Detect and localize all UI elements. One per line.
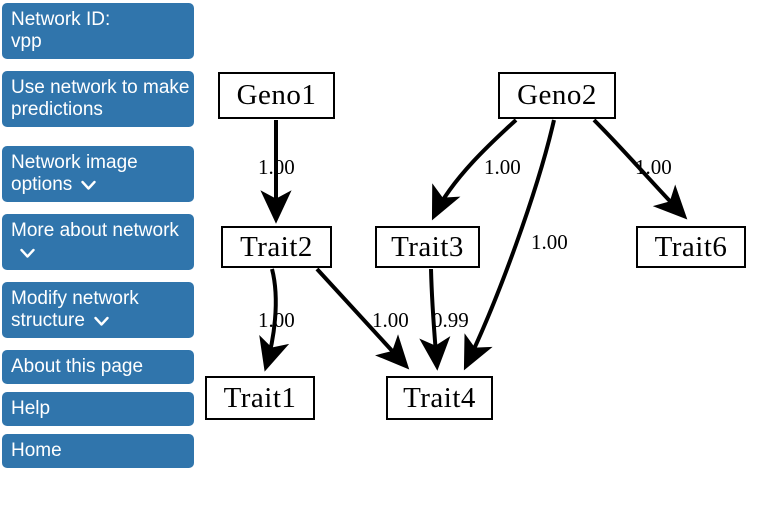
edge-weight-geno2-trait6: 1.00 [635,155,672,179]
network-graph: Geno1 Geno2 Trait2 Trait3 Trait6 Trait1 … [194,0,778,518]
sidebar-item-network-id[interactable]: Network ID: vpp [2,3,194,59]
sidebar-item-label: More about network [11,220,179,241]
edge-weight-geno2-trait4: 1.00 [531,230,568,254]
sidebar-item-network-image-options[interactable]: Network image options [2,146,194,202]
edge-trait2-trait4 [315,267,410,370]
sidebar-item-help[interactable]: Help [2,392,194,426]
edge-weight-trait2-trait4: 1.00 [372,308,409,332]
edge-geno2-trait3 [431,118,518,221]
sidebar-item-label: Network ID: vpp [11,9,111,52]
node-label: Geno2 [517,79,597,111]
edge-geno2-trait4 [463,119,556,371]
node-label: Trait2 [240,230,313,263]
edge-weight-trait3-trait4: 0.99 [432,308,469,332]
sidebar-item-label: About this page [11,356,144,377]
graph-node-trait1[interactable]: Trait1 [205,376,315,420]
sidebar-item-home[interactable]: Home [2,434,194,468]
node-label: Trait6 [654,230,728,263]
node-label: Trait4 [403,381,476,414]
edge-weight-geno2-trait3: 1.00 [484,155,521,179]
graph-node-trait2[interactable]: Trait2 [221,226,332,268]
sidebar-item-label: Home [11,440,62,461]
edge-trait3-trait4 [419,268,451,371]
sidebar-item-label: Help [11,398,51,419]
sidebar: Network ID: vpp Use network to make pred… [2,2,194,516]
sidebar-item-label: Use network to make predictions [11,77,190,120]
sidebar-item-about-this-page[interactable]: About this page [2,350,194,384]
edge-weight-trait2-trait1: 1.00 [258,308,295,332]
sidebar-item-use-network-to-make-predictions[interactable]: Use network to make predictions [2,71,194,127]
chevron-down-icon [20,248,35,259]
chevron-down-icon [94,316,109,327]
node-label: Geno1 [236,79,317,111]
graph-node-trait3[interactable]: Trait3 [375,226,480,268]
chevron-down-icon [81,180,96,191]
node-label: Trait3 [391,230,464,263]
node-label: Trait1 [223,381,297,414]
graph-edges-layer [259,118,688,372]
edge-weight-geno1-trait2: 1.00 [258,155,295,179]
edge-geno2-trait6 [592,118,688,220]
edge-trait2-trait1 [259,268,290,372]
sidebar-item-label: Modify network structure [11,288,139,331]
graph-node-geno2[interactable]: Geno2 [498,72,616,119]
sidebar-item-label: Network image options [11,152,138,195]
graph-node-geno1[interactable]: Geno1 [218,72,335,119]
sidebar-item-more-about-network[interactable]: More about network [2,214,194,270]
graph-node-trait6[interactable]: Trait6 [636,226,746,268]
graph-node-trait4[interactable]: Trait4 [386,376,493,420]
sidebar-item-modify-network-structure[interactable]: Modify network structure [2,282,194,338]
